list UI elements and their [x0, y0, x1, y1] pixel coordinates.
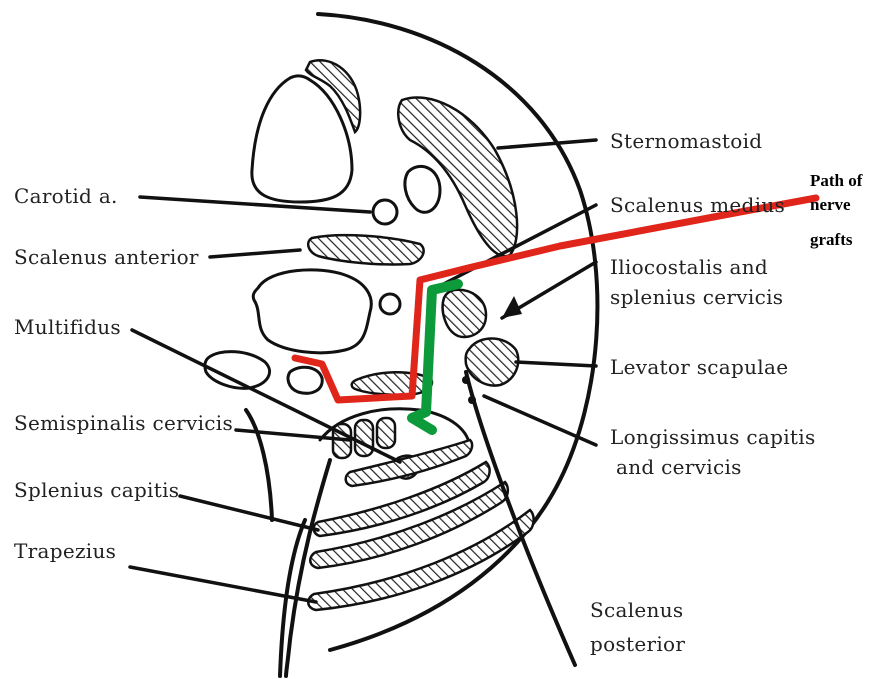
label-scalenus-posterior-2: posterior	[590, 632, 685, 656]
levator-scapulae	[466, 338, 519, 385]
leader-levator	[516, 362, 596, 366]
semispinalis-bundle-3	[377, 418, 395, 448]
label-iliocostalis-2: splenius cervicis	[610, 285, 783, 309]
label-sternomastoid: Sternomastoid	[610, 129, 762, 153]
label-scalenus-medius: Scalenus medius	[610, 193, 785, 217]
leader-carotid	[140, 197, 370, 212]
iliocostalis	[443, 290, 486, 337]
vertebral-body	[253, 270, 371, 353]
sternomastoid	[398, 97, 517, 256]
spinous-process	[246, 410, 272, 520]
nerve-dot-1	[462, 376, 470, 384]
leader-sternomastoid	[498, 140, 596, 148]
leader-splenius-capitis	[180, 496, 318, 530]
label-longissimus-2: and cervicis	[616, 455, 742, 479]
semispinalis-bundle-2	[355, 420, 373, 456]
label-carotid: Carotid a.	[14, 184, 118, 208]
label-splenius-capitis: Splenius capitis	[14, 478, 179, 502]
vertebral-foramen	[380, 294, 400, 314]
leader-longissimus	[484, 396, 596, 445]
articular-process	[352, 372, 432, 395]
transverse-process	[288, 367, 322, 393]
label-longissimus-1: Longissimus capitis	[610, 425, 816, 449]
label-multifidus: Multifidus	[14, 315, 121, 339]
label-nerve-path-2: nerve	[810, 195, 851, 214]
label-semispinalis: Semispinalis cervicis	[14, 411, 233, 435]
label-levator: Levator scapulae	[610, 355, 788, 379]
label-nerve-path-1: Path of	[810, 171, 863, 190]
label-trapezius: Trapezius	[14, 539, 116, 563]
nerve-dot-2	[468, 396, 476, 404]
label-nerve-path-3: grafts	[810, 230, 853, 249]
carotid-artery	[373, 200, 397, 224]
jugular-vein	[405, 166, 440, 212]
leader-scalenus-anterior	[210, 250, 300, 257]
scalenus-anterior	[308, 235, 423, 264]
thyroid	[306, 60, 360, 132]
label-iliocostalis-1: Iliocostalis and	[610, 255, 768, 279]
label-scalenus-anterior: Scalenus anterior	[14, 245, 199, 269]
label-scalenus-posterior-1: Scalenus	[590, 598, 683, 622]
